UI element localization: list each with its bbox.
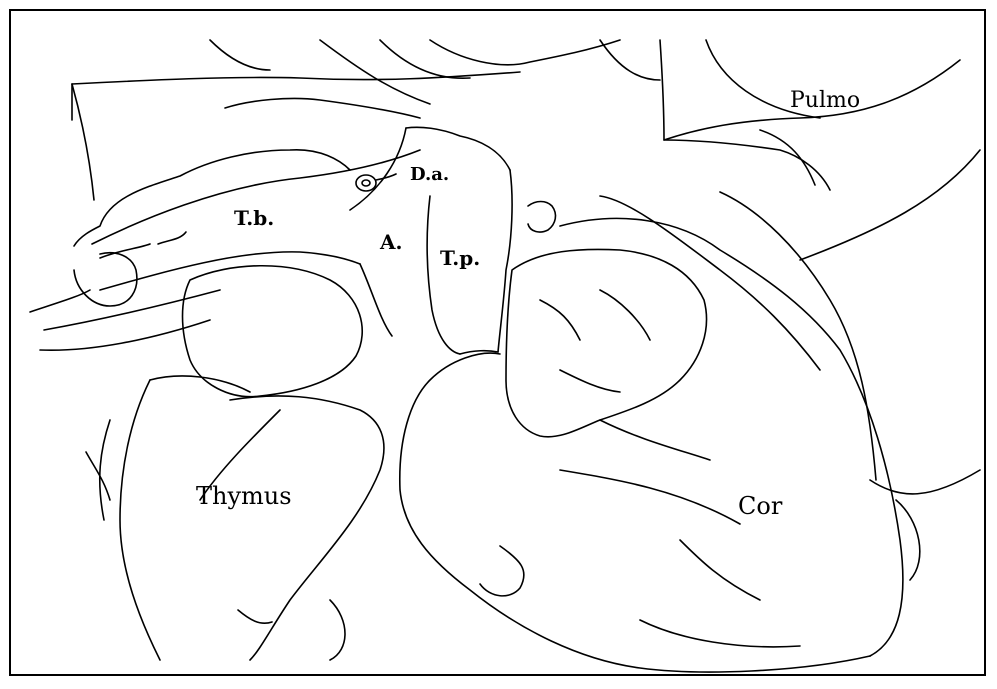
label-tp: T.p. xyxy=(440,248,480,268)
cor-shape xyxy=(400,192,980,672)
label-tb: T.b. xyxy=(234,208,274,228)
label-pulmo: Pulmo xyxy=(790,90,860,112)
thymus-shape xyxy=(86,266,384,660)
label-a: A. xyxy=(380,232,402,252)
upper-outline xyxy=(72,40,660,200)
label-thymus: Thymus xyxy=(196,484,292,508)
label-da: D.a. xyxy=(410,166,449,184)
pulmo-shape xyxy=(660,40,980,260)
lobular-mass xyxy=(506,249,707,436)
label-cor: Cor xyxy=(738,494,782,518)
